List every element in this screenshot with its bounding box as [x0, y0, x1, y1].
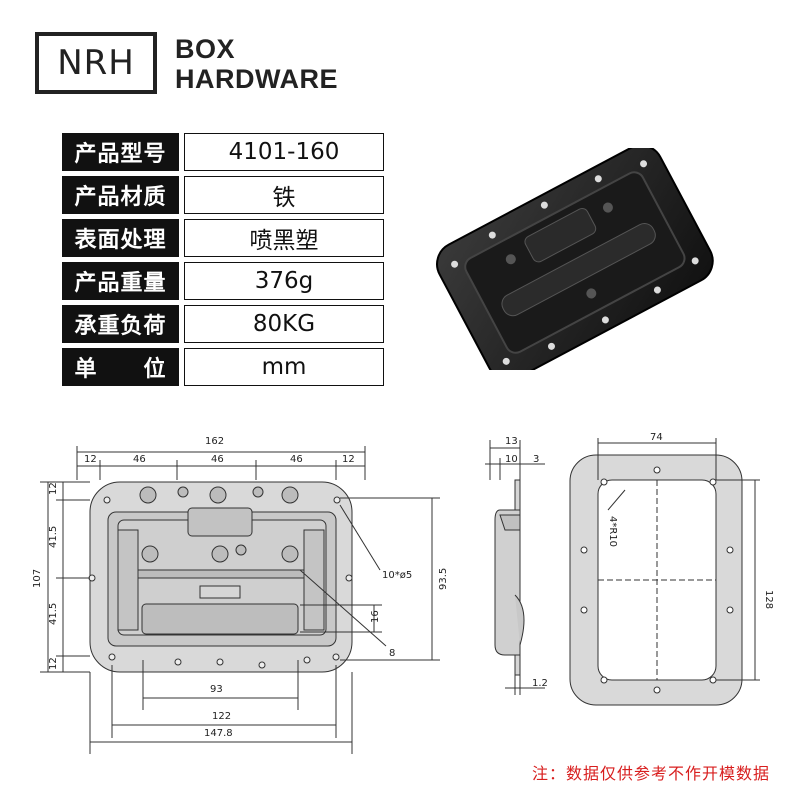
dim-side-13: 13 [505, 436, 518, 447]
spec-label: 产品材质 [62, 176, 179, 214]
logo-line-2: HARDWARE [175, 64, 338, 94]
back-view-dims: 74 128 4*R10 [607, 432, 774, 609]
front-view-dims: 162 12 46 46 46 12 12 41.5 41.5 12 107 9… [32, 436, 449, 739]
spec-row: 表面处理 喷黑塑 [62, 219, 384, 257]
dim-left: 12 [48, 657, 59, 670]
spec-row: 产品材质 铁 [62, 176, 384, 214]
dim-seg: 46 [290, 454, 303, 465]
spec-value: 铁 [184, 176, 384, 214]
dim-left: 41.5 [48, 526, 59, 548]
dim-side-3: 3 [533, 454, 539, 465]
logo-mark-text: NRH [57, 43, 135, 83]
dim-total-height: 107 [32, 569, 43, 588]
disclaimer-note: 注：数据仅供参考不作开模数据 [531, 764, 770, 783]
dim-right-height: 93.5 [438, 568, 449, 590]
dim-8: 8 [389, 648, 395, 659]
spec-label: 表面处理 [62, 219, 179, 257]
spec-label: 产品型号 [62, 133, 179, 171]
spec-value: 4101-160 [184, 133, 384, 171]
dim-back-width: 74 [650, 432, 663, 443]
dim-seg: 46 [133, 454, 146, 465]
spec-table: 产品型号 4101-160 产品材质 铁 表面处理 喷黑塑 产品重量 376g … [62, 128, 384, 391]
dim-16: 16 [370, 610, 381, 623]
dim-back-height: 128 [763, 590, 774, 609]
back-view [569, 438, 760, 706]
spec-label: 承重负荷 [62, 305, 179, 343]
spec-value: 喷黑塑 [184, 219, 384, 257]
spec-row: 产品重量 376g [62, 262, 384, 300]
technical-drawing: 162 12 46 46 46 12 12 41.5 41.5 12 107 9… [32, 432, 774, 754]
spec-label: 单 位 [62, 348, 179, 386]
dim-side-10: 10 [505, 454, 518, 465]
dim-bottom-93: 93 [210, 684, 223, 695]
logo-line-1: BOX [175, 34, 236, 64]
front-view [40, 446, 440, 754]
dim-left: 12 [48, 482, 59, 495]
dim-hole-note: 10*ø5 [382, 570, 412, 581]
dim-seg: 12 [342, 454, 355, 465]
spec-value: 376g [184, 262, 384, 300]
dim-radius-note: 4*R10 [607, 516, 618, 547]
spec-row: 承重负荷 80KG [62, 305, 384, 343]
spec-value: 80KG [184, 305, 384, 343]
dim-side-12: 1.2 [532, 678, 548, 689]
logo-wordmark: BOX HARDWARE [175, 34, 338, 94]
dim-bottom-122: 122 [212, 711, 231, 722]
spec-value: mm [184, 348, 384, 386]
dim-overall-width: 162 [205, 436, 224, 447]
logo-mark: NRH [35, 32, 157, 94]
dim-seg: 12 [84, 454, 97, 465]
spec-row: 产品型号 4101-160 [62, 133, 384, 171]
spec-label: 产品重量 [62, 262, 179, 300]
side-view [485, 440, 545, 695]
spec-row: 单 位 mm [62, 348, 384, 386]
dim-bottom-147: 147.8 [204, 728, 233, 739]
side-view-dims: 13 10 3 1.2 [505, 436, 548, 689]
dim-seg: 46 [211, 454, 224, 465]
dim-left: 41.5 [48, 603, 59, 625]
product-photo [436, 148, 714, 370]
